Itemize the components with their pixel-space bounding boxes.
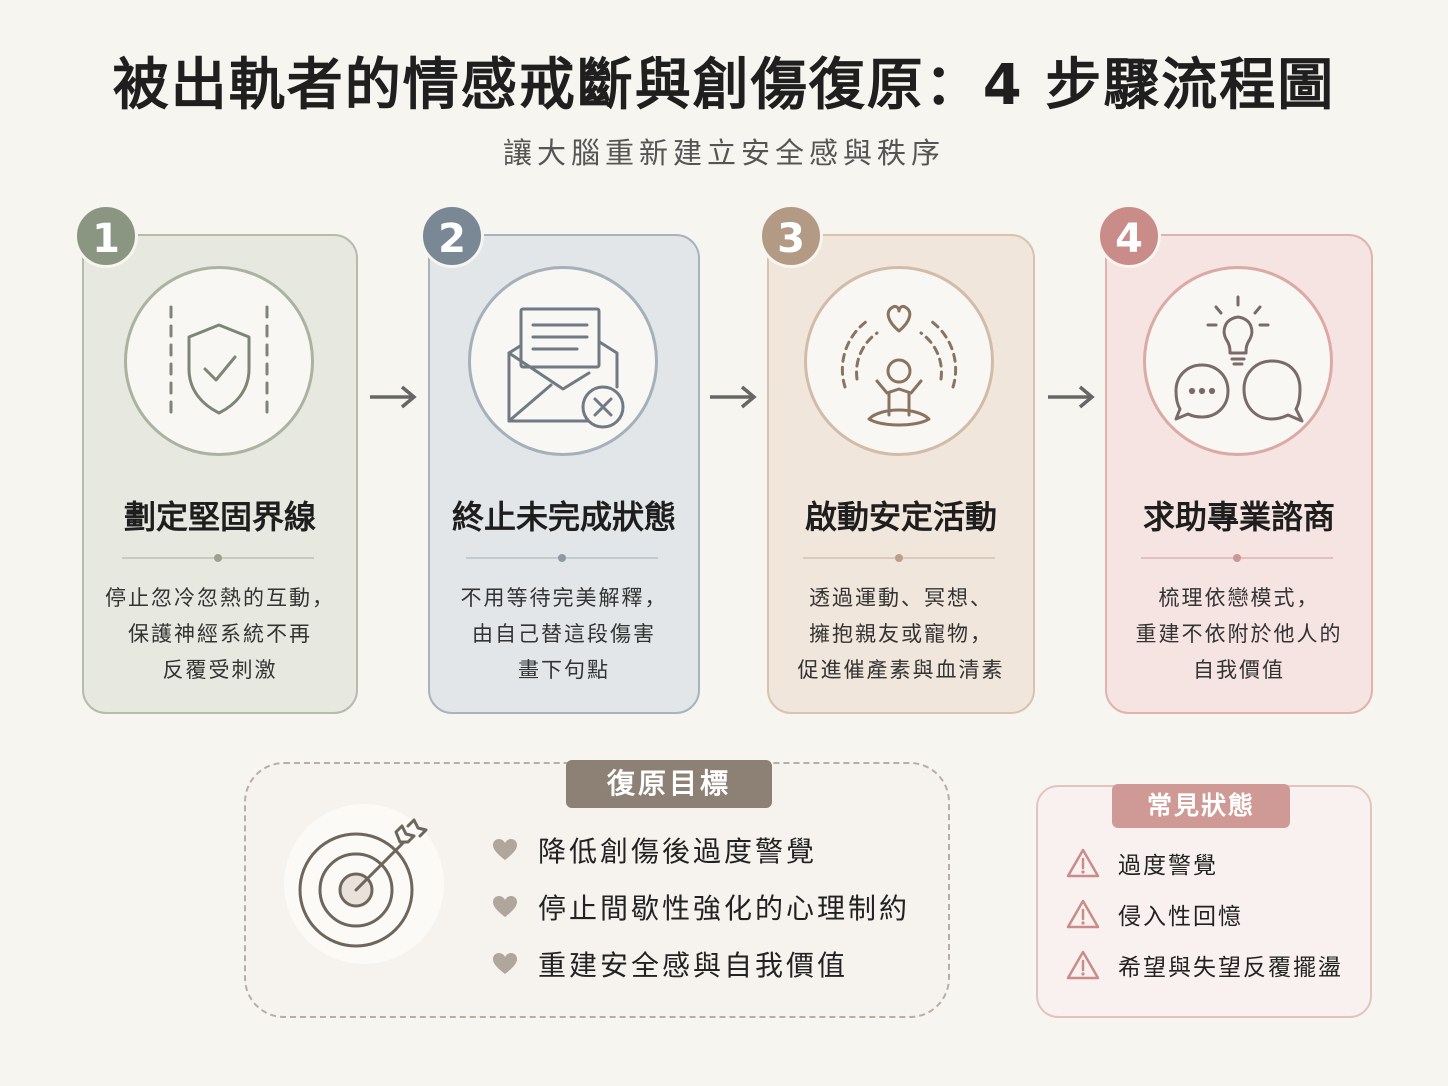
goal-text: 降低創傷後過度警覺 (538, 835, 818, 868)
meditation-heart-icon (804, 266, 994, 456)
step-number-badge-3: 3 (759, 204, 823, 268)
arrow-right-icon (1048, 385, 1095, 409)
state-text: 侵入性回憶 (1118, 904, 1243, 930)
state-text: 希望與失望反覆擺盪 (1118, 955, 1343, 981)
state-item: 希望與失望反覆擺盪 (1066, 948, 1343, 982)
goal-item: 降低創傷後過度警覺 (492, 830, 817, 870)
heart-icon (493, 839, 517, 860)
page-subtitle: 讓大腦重新建立安全感與秩序 (502, 136, 945, 170)
heart-icon (493, 953, 517, 974)
goal-text: 停止間歇性強化的心理制約 (538, 892, 911, 925)
page-title: 被出軌者的情感戒斷與創傷復原：4 步驟流程圖 (112, 53, 1336, 118)
step-description-1: 停止忽冷忽熱的互動， 保護神經系統不再 反覆受刺激 (105, 586, 335, 682)
open-envelope-x-icon (468, 266, 658, 456)
warning-triangle-icon (1066, 848, 1100, 878)
step-divider-4 (1141, 554, 1333, 562)
step-title-1: 劃定堅固界線 (123, 498, 316, 536)
arrow-right-icon (710, 385, 757, 409)
step-description-4: 梳理依戀模式， 重建不依附於他人的 自我價值 (1135, 586, 1343, 682)
recovery-goals-label: 復原目標 (566, 760, 772, 808)
state-item: 侵入性回憶 (1066, 897, 1243, 931)
state-item: 過度警覺 (1066, 846, 1218, 880)
shield-check-icon (124, 266, 314, 456)
step-description-2: 不用等待完美解釋， 由自己替這段傷害 畫下句點 (460, 586, 668, 682)
step-title-3: 啟動安定活動 (804, 498, 997, 536)
heart-icon (493, 896, 517, 917)
state-text: 過度警覺 (1118, 853, 1218, 879)
goal-item: 重建安全感與自我價值 (492, 944, 848, 984)
warning-triangle-icon (1066, 899, 1100, 929)
step-number-badge-4: 4 (1097, 204, 1161, 268)
step-title-2: 終止未完成狀態 (451, 498, 676, 536)
goal-item: 停止間歇性強化的心理制約 (492, 887, 910, 927)
step-number-badge-2: 2 (420, 204, 484, 268)
step-number-badge-1: 1 (74, 204, 138, 268)
common-states-label: 常見狀態 (1112, 784, 1290, 828)
arrow-right-icon (370, 385, 417, 409)
step-description-3: 透過運動、冥想、 擁抱親友或寵物， 促進催產素與血清素 (797, 586, 1005, 682)
step-divider-2 (466, 554, 658, 562)
step-title-4: 求助專業諮商 (1142, 498, 1335, 536)
step-divider-3 (803, 554, 995, 562)
goal-text: 重建安全感與自我價值 (538, 949, 849, 982)
target-arrow-icon (284, 804, 444, 964)
step-divider-1 (122, 554, 314, 562)
warning-triangle-icon (1066, 950, 1100, 980)
lightbulb-chat-icon (1143, 266, 1333, 456)
